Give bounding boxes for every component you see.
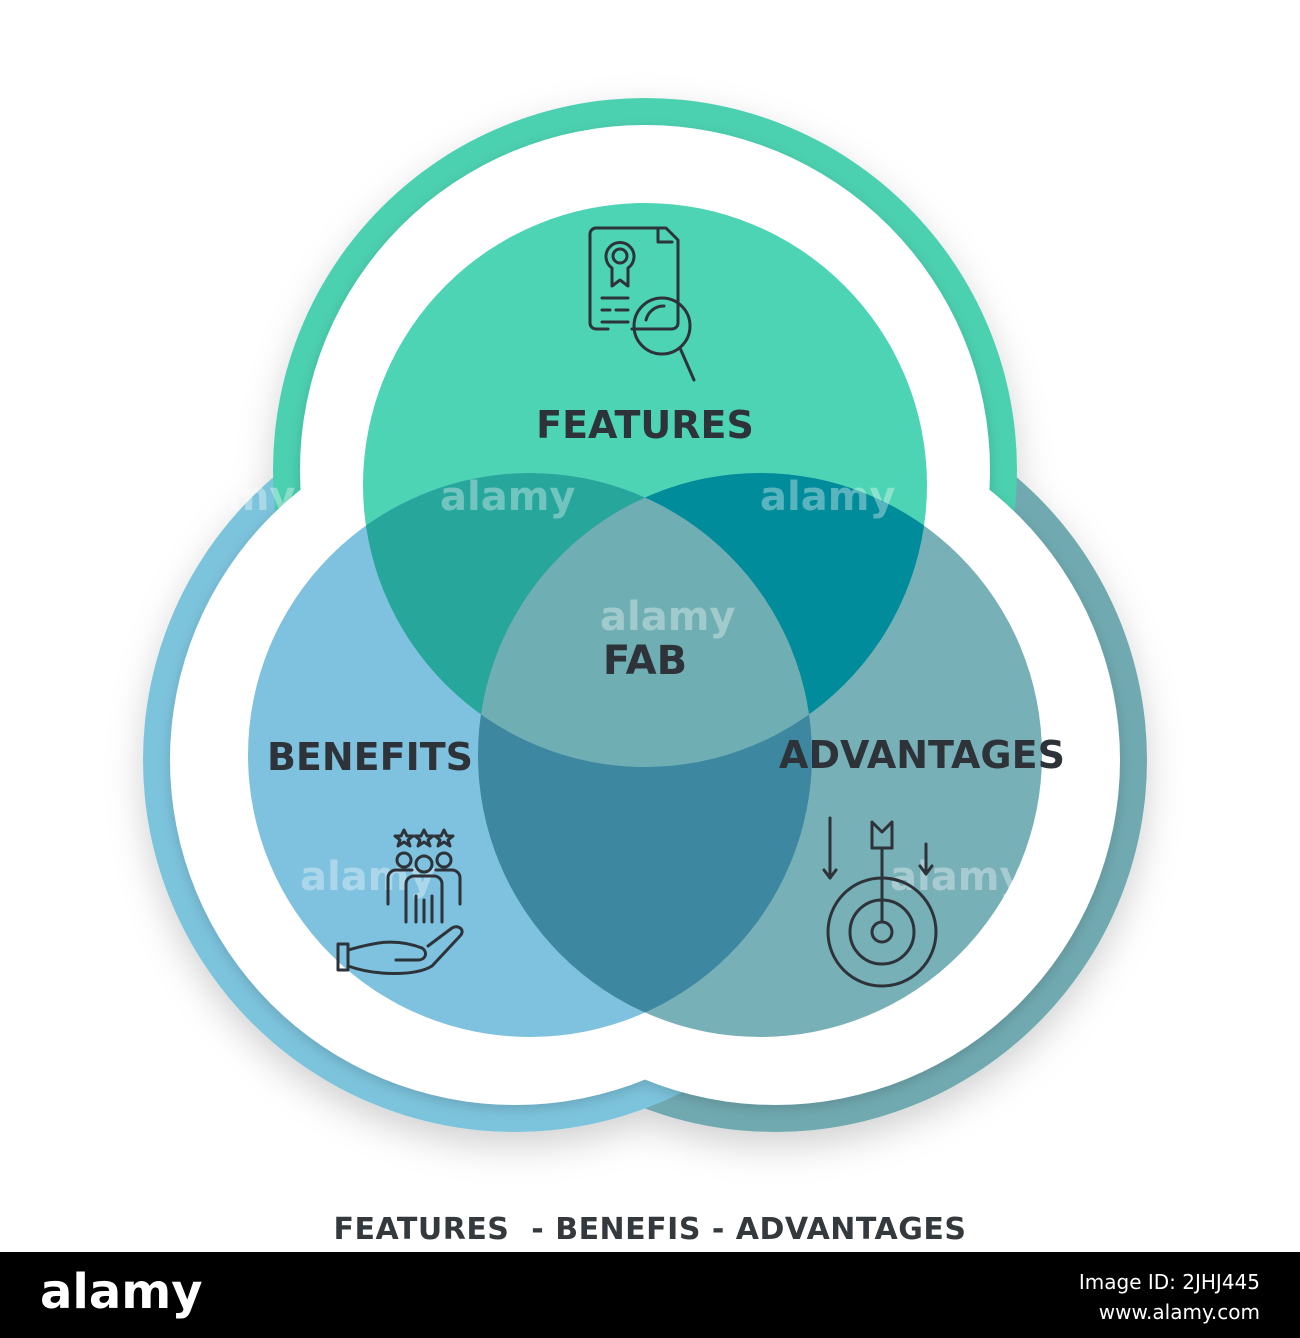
target-arrow-icon xyxy=(822,816,938,988)
hand-team-rating-icon xyxy=(336,828,464,975)
watermark-text: alamy xyxy=(760,474,895,520)
footer-image-id: Image ID: 2JHJ445 xyxy=(1078,1270,1260,1294)
footer-site: www.alamy.com xyxy=(1098,1300,1260,1324)
footer-logo: alamy xyxy=(40,1264,203,1320)
benefits-label: BENEFITS xyxy=(267,735,473,779)
watermark-text: alamy xyxy=(600,594,735,640)
watermark-text: alamy xyxy=(1050,474,1185,520)
watermark-text: alamy xyxy=(440,474,575,520)
features-label: FEATURES xyxy=(536,403,754,447)
watermark-text: alamy xyxy=(160,474,295,520)
footer-bar: alamy Image ID: 2JHJ445 www.alamy.com xyxy=(0,1252,1300,1338)
fab-center-label: FAB xyxy=(603,638,687,684)
advantages-label: ADVANTAGES xyxy=(779,733,1065,777)
watermark-text: alamy xyxy=(890,854,1025,900)
diagram-caption: FEATURES - BENEFIS - ADVANTAGES xyxy=(333,1212,967,1247)
document-search-icon xyxy=(588,226,696,382)
watermarks: alamy alamy alamy alamy alamy alamy alam… xyxy=(160,474,1185,900)
